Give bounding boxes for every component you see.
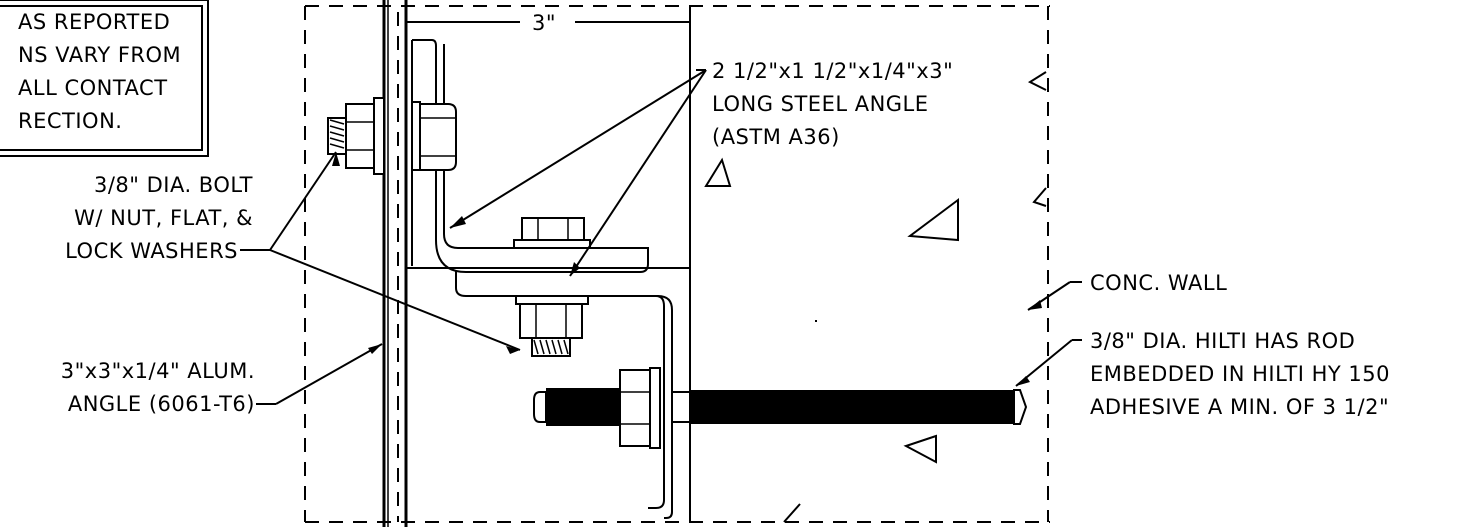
note-line-1: AS REPORTED [18, 10, 170, 34]
dimension-3in: 3" [406, 11, 690, 35]
rod-label: 3/8" DIA. HILTI HAS ROD EMBEDDED IN HILT… [1090, 329, 1390, 419]
alum-angle-label-line-1: 3"x3"x1/4" ALUM. [61, 359, 255, 383]
aluminum-angle [382, 0, 408, 527]
rod-label-line-2: EMBEDDED IN HILTI HY 150 [1090, 362, 1390, 386]
concrete-hatching [704, 71, 1047, 523]
note-line-3: ALL CONTACT [18, 76, 168, 100]
wall-label: CONC. WALL [1090, 271, 1227, 295]
bolt-label-line-2: W/ NUT, FLAT, & [74, 206, 253, 230]
steel-angle-label-line-3: (ASTM A36) [712, 125, 840, 149]
vertical-bolt [513, 217, 591, 357]
wall-label-line-1: CONC. WALL [1090, 271, 1227, 295]
bolt-label: 3/8" DIA. BOLT W/ NUT, FLAT, & LOCK WASH… [65, 173, 253, 263]
anchor-rod [533, 367, 1028, 449]
bolt-label-line-1: 3/8" DIA. BOLT [94, 173, 253, 197]
alum-angle-label-line-2: ANGLE (6061-T6) [68, 392, 255, 416]
steel-angle-label-line-2: LONG STEEL ANGLE [712, 92, 929, 116]
arrowheads [332, 152, 1042, 386]
dimension-label: 3" [532, 11, 556, 35]
steel-angle-label-line-1: 2 1/2"x1 1/2"x1/4"x3" [712, 59, 953, 83]
note-line-2: NS VARY FROM [18, 43, 181, 67]
dashed-boundaries [304, 5, 1050, 523]
note-box: AS REPORTED NS VARY FROM ALL CONTACT REC… [0, 0, 209, 157]
lower-angle [455, 270, 673, 519]
steel-angle-label: 2 1/2"x1 1/2"x1/4"x3" LONG STEEL ANGLE (… [712, 59, 953, 149]
bolt-label-line-3: LOCK WASHERS [65, 239, 238, 263]
alum-angle-label: 3"x3"x1/4" ALUM. ANGLE (6061-T6) [61, 359, 255, 416]
rod-label-line-1: 3/8" DIA. HILTI HAS ROD [1090, 329, 1355, 353]
post-bolt [327, 97, 457, 175]
rod-label-line-3: ADHESIVE A MIN. OF 3 1/2" [1090, 395, 1389, 419]
note-line-4: RECTION. [18, 109, 122, 133]
